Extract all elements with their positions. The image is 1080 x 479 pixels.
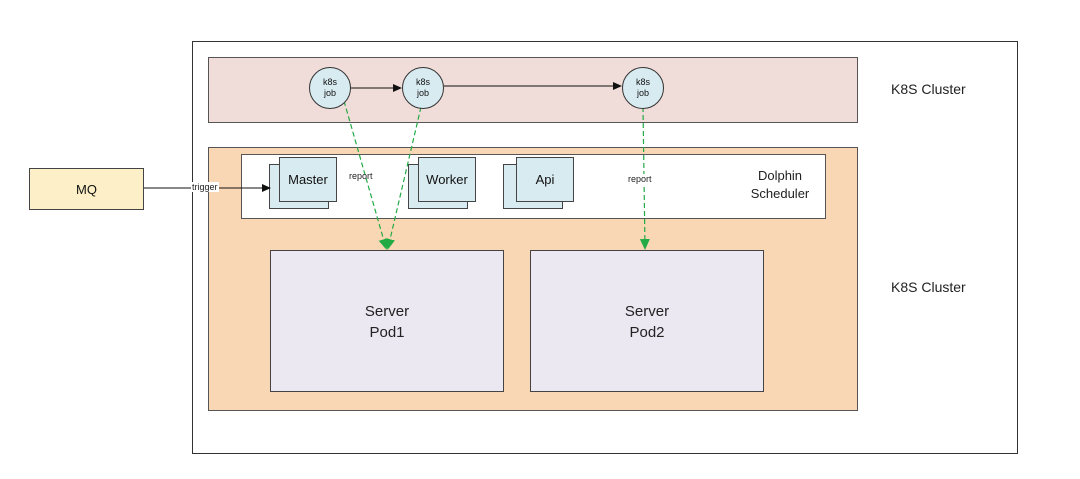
job1-line2: job	[323, 88, 336, 98]
server-pod1: Server Pod1	[270, 250, 504, 392]
server-pod2: Server Pod2	[530, 250, 764, 392]
mq-box: MQ	[29, 168, 144, 210]
report-arrow-job1	[343, 100, 389, 250]
report-arrow-job2	[385, 106, 422, 250]
k8s-job-node-3: k8s job	[622, 67, 664, 109]
job2-line2: job	[416, 88, 429, 98]
pod1-line1: Server	[364, 303, 410, 320]
job3-line1: k8s	[635, 77, 650, 87]
k8s-job-node-2: k8s job	[402, 67, 444, 109]
k8s-job-node-1: k8s job	[309, 67, 351, 109]
job1-line1: k8s	[322, 77, 337, 87]
job2-line1: k8s	[415, 77, 430, 87]
scheduler-name-line1: Dolphin	[757, 168, 803, 183]
api-label: Api	[535, 172, 555, 187]
cluster-label-top: K8S Cluster	[891, 81, 966, 97]
worker-card: Worker	[418, 157, 476, 202]
trigger-label: trigger	[191, 182, 219, 192]
pod1-line2: Pod1	[369, 324, 405, 341]
scheduler-name-line2: Scheduler	[750, 186, 810, 201]
pod2-line1: Server	[624, 303, 670, 320]
report-label-left: report	[349, 171, 373, 181]
worker-label: Worker	[426, 172, 468, 187]
dolphin-scheduler-label: Dolphin Scheduler	[735, 167, 825, 203]
master-card: Master	[279, 157, 337, 202]
job3-line2: job	[636, 88, 649, 98]
cluster-label-bottom: K8S Cluster	[891, 279, 966, 295]
master-label: Master	[288, 172, 328, 187]
api-card: Api	[516, 157, 574, 202]
report-label-right: report	[628, 174, 652, 184]
mq-label: MQ	[76, 181, 97, 197]
pod2-line2: Pod2	[629, 324, 665, 341]
